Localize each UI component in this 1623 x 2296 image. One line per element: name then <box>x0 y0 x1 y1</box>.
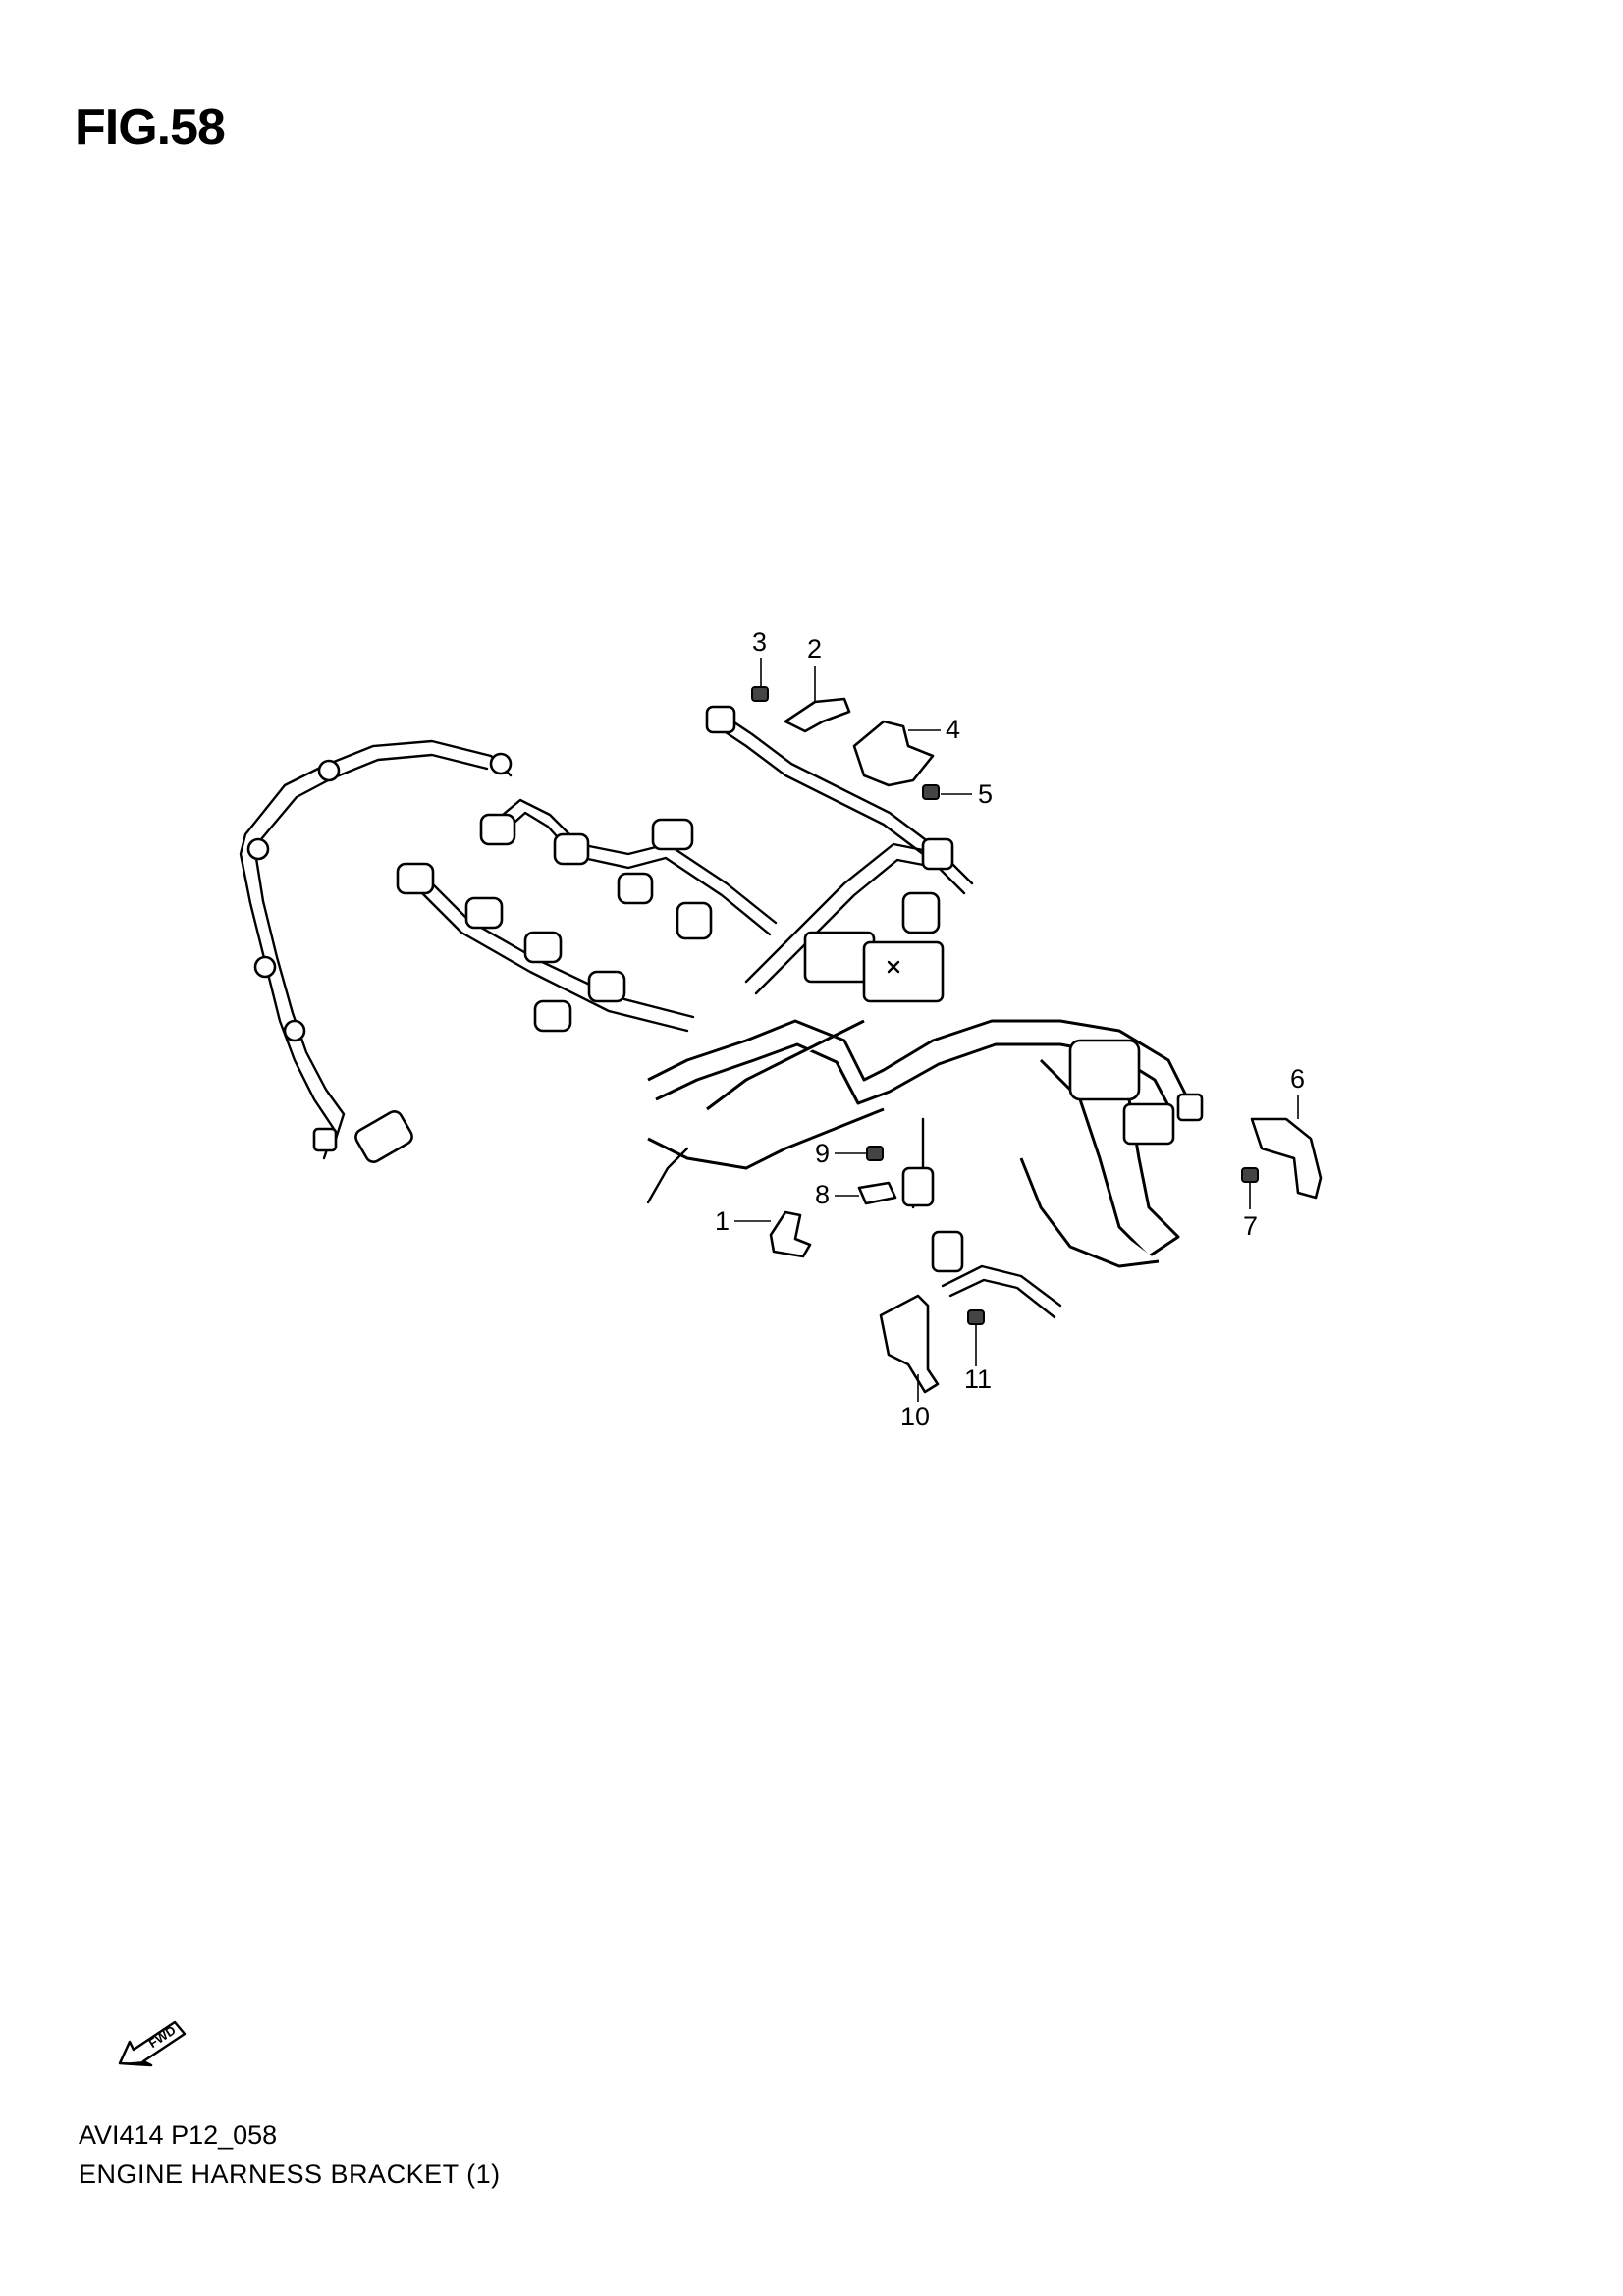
callout-7: 7 <box>1243 1183 1258 1241</box>
callout-number: 8 <box>815 1180 830 1209</box>
callout-8: 8 <box>815 1180 859 1209</box>
part-1-bracket <box>769 1210 812 1258</box>
callout-number: 9 <box>815 1139 830 1168</box>
fwd-arrow-icon: FWD <box>118 2020 187 2067</box>
callout-9: 9 <box>815 1139 867 1168</box>
callout-4: 4 <box>908 715 960 744</box>
part-10-bracket <box>879 1294 940 1394</box>
callout-number: 11 <box>964 1364 992 1394</box>
part-2-bracket <box>784 697 851 733</box>
part-3-bolt <box>751 686 769 702</box>
part-5-bolt <box>922 784 940 800</box>
callout-number: 6 <box>1290 1064 1305 1094</box>
part-6-bracket <box>1250 1117 1323 1200</box>
figure-title: FIG.58 <box>75 99 226 156</box>
footer-title: ENGINE HARNESS BRACKET (1) <box>79 2160 501 2189</box>
callout-10: 10 <box>900 1374 930 1431</box>
callout-number: 2 <box>807 634 822 664</box>
part-9-bolt <box>866 1146 884 1161</box>
callout-5: 5 <box>941 779 993 809</box>
footer-code: AVI414 P12_058 <box>79 2120 278 2150</box>
part-4-bracket <box>852 720 935 787</box>
engine-harness <box>239 705 1204 1319</box>
callout-3: 3 <box>752 627 767 687</box>
callout-2: 2 <box>807 634 822 702</box>
callout-number: 5 <box>978 779 993 809</box>
callout-11: 11 <box>964 1325 992 1394</box>
part-7-bolt <box>1241 1167 1259 1183</box>
part-8-clip <box>857 1181 897 1205</box>
callout-number: 7 <box>1243 1211 1258 1241</box>
callout-number: 10 <box>900 1402 930 1431</box>
callout-1: 1 <box>715 1206 771 1236</box>
callout-number: 3 <box>752 627 767 657</box>
callout-number: 1 <box>715 1206 730 1236</box>
callout-number: 4 <box>946 715 960 744</box>
callout-6: 6 <box>1290 1064 1305 1119</box>
part-11-bolt <box>967 1309 985 1325</box>
